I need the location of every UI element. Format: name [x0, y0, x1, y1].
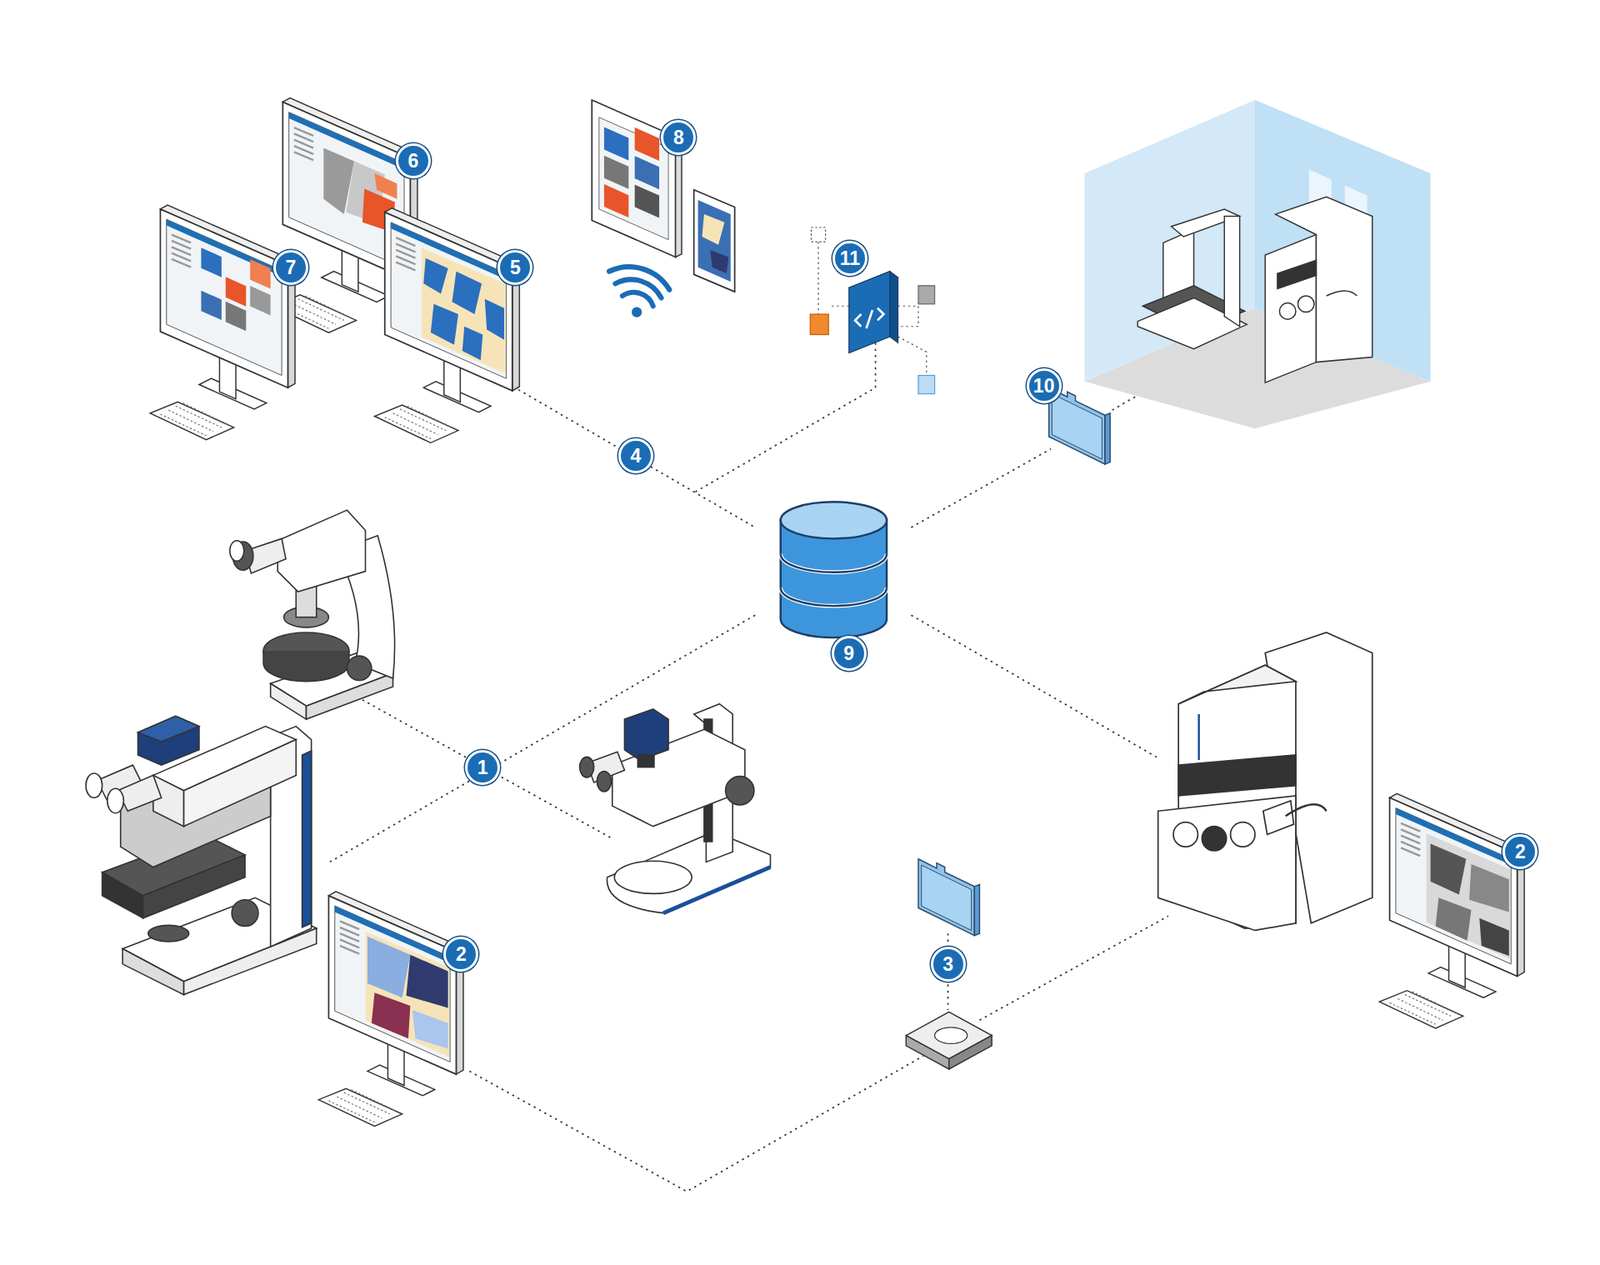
- callout-number: 9: [831, 635, 867, 671]
- callout-number: 1: [465, 750, 500, 785]
- callout-number: 10: [1026, 368, 1062, 404]
- callout-number: 3: [930, 946, 966, 982]
- callout-number: 8: [660, 120, 696, 155]
- callout-number: 2: [1502, 834, 1538, 870]
- callout-number: 4: [618, 438, 654, 474]
- callout-number: 2: [443, 936, 479, 972]
- callout-number: 7: [273, 250, 309, 285]
- callout-number: 5: [497, 250, 533, 285]
- callout-number: 6: [395, 143, 431, 179]
- callout-number: 11: [832, 240, 868, 276]
